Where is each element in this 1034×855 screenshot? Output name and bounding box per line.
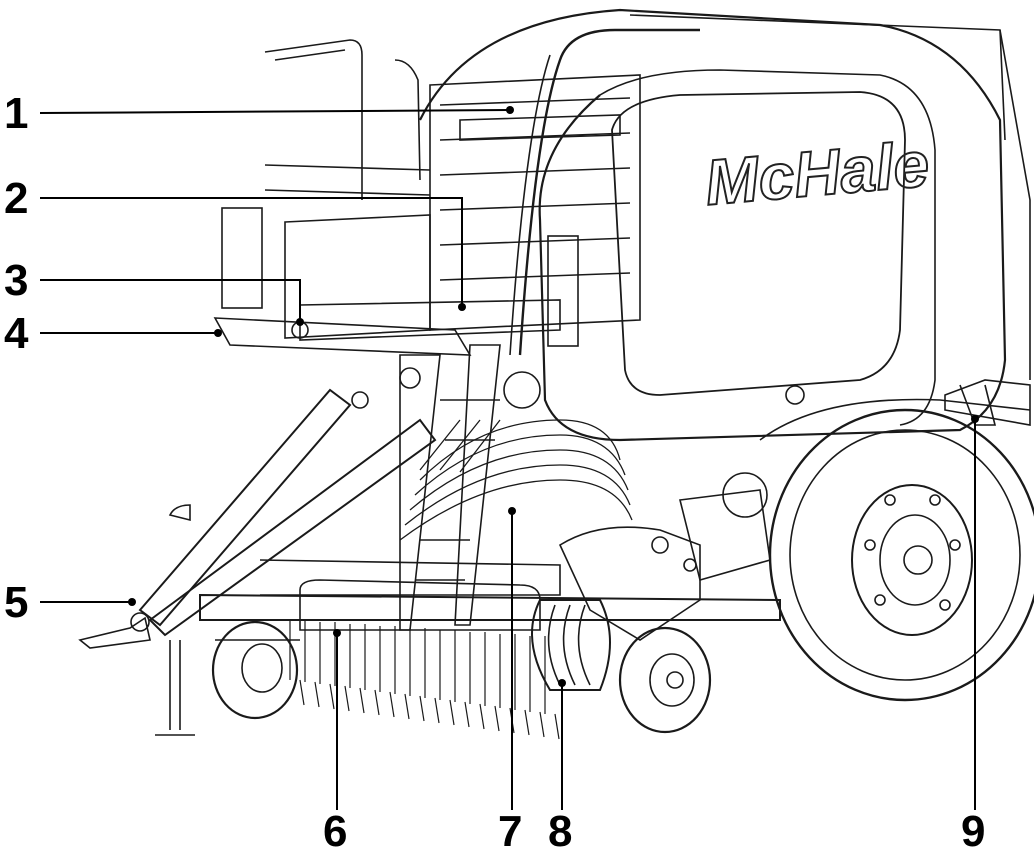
- callout-7: 7: [498, 807, 522, 855]
- brand-label: McHale: [702, 128, 932, 219]
- callout-1: 1: [4, 89, 28, 138]
- callout-3: 3: [4, 256, 28, 305]
- callout-8: 8: [548, 807, 572, 855]
- pickup-tines: [289, 620, 560, 740]
- callout-2: 2: [4, 174, 28, 223]
- callout-5: 5: [4, 578, 28, 627]
- callout-6: 6: [323, 807, 347, 855]
- callout-4: 4: [4, 309, 29, 358]
- callout-9: 9: [961, 807, 985, 855]
- leader-lines: [39, 109, 976, 810]
- leader-dots: [128, 106, 979, 687]
- crop-guide-bars: [399, 419, 633, 541]
- baler-illustration: [78, 8, 1034, 740]
